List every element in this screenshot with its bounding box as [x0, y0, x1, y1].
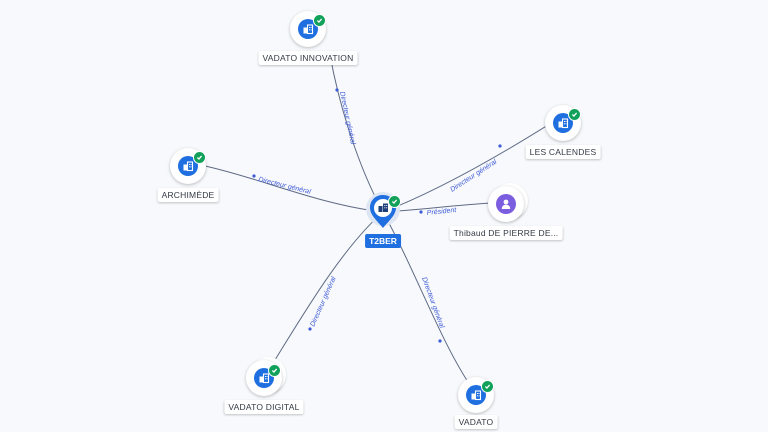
edge-les-calendes	[382, 124, 549, 213]
building-icon	[466, 385, 486, 405]
building-icon	[298, 19, 318, 39]
edge-label-vadato-innovation: Directeur général	[338, 91, 356, 145]
verified-check-icon	[193, 151, 206, 164]
edge-arrow	[498, 144, 502, 148]
edge-label-thibaud: Président	[426, 207, 457, 217]
verified-check-icon	[268, 364, 281, 377]
verified-check-icon	[481, 380, 494, 393]
node-label: VADATO DIGITAL	[224, 400, 304, 414]
building-icon	[553, 113, 573, 133]
verified-check-icon	[313, 14, 326, 27]
building-icon	[378, 203, 388, 212]
edge-vadato	[382, 211, 471, 386]
edge-label-archimede: Directeur général	[258, 176, 312, 196]
edge-arrow	[438, 339, 442, 343]
verified-check-icon	[568, 108, 581, 121]
verified-check-icon	[388, 195, 401, 208]
node-label: VADATO INNOVATION	[258, 51, 358, 65]
center-node-label: T2BER	[365, 234, 401, 248]
building-icon	[178, 156, 198, 176]
edge-arrow	[335, 88, 339, 92]
node-label: ARCHIMÈDE	[157, 188, 219, 202]
node-label: VADATO	[454, 415, 498, 429]
edge-arrow	[308, 327, 312, 331]
edge-arrow	[252, 174, 256, 178]
edge-arrow	[419, 210, 423, 214]
edge-vadato-digital	[269, 211, 384, 369]
edge-label-vadato: Directeur général	[420, 276, 445, 329]
edge-label-les-calendes: Directeur général	[449, 158, 498, 193]
edge-archimede	[204, 165, 384, 213]
node-label: LES CALENDES	[525, 145, 601, 159]
person-icon	[496, 194, 516, 214]
node-label: Thibaud DE PIERRE DE...	[449, 226, 563, 240]
edge-vadato-innovation	[329, 54, 384, 213]
